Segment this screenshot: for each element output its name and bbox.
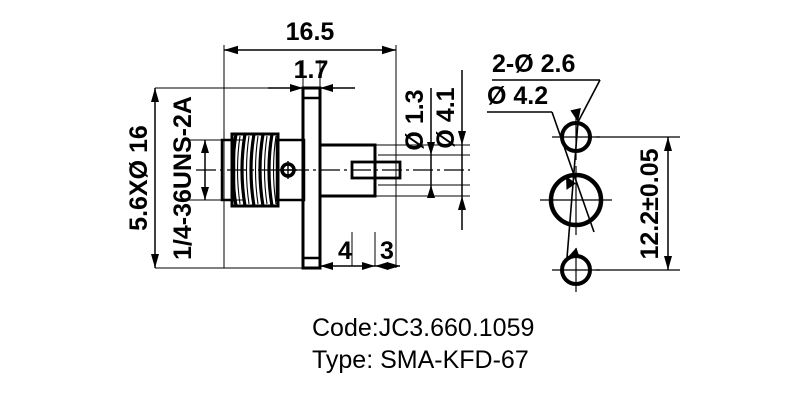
dimension-boss-diameter: Ø 4.1 bbox=[432, 70, 466, 230]
leader-center-hole-label: Ø 4.2 bbox=[487, 82, 548, 110]
dimension-boss-diameter-label: Ø 4.1 bbox=[432, 87, 460, 148]
panel-cutout-view: 2-Ø 2.6 Ø 4.2 12.2±0.05 bbox=[487, 50, 680, 292]
dimension-pin-length-label: 3 bbox=[380, 237, 394, 265]
note-thread-spec-label: 1/4-36UNS-2A bbox=[169, 96, 197, 260]
code-label: Code:JC3.660.1059 bbox=[312, 314, 534, 342]
dimension-body-step-length-label: 4 bbox=[338, 237, 352, 265]
dimension-flange-height-label: 5.6XØ 16 bbox=[125, 125, 153, 231]
title-block: Code:JC3.660.1059 Type: SMA-KFD-67 bbox=[312, 314, 534, 374]
leader-mounting-holes-label: 2-Ø 2.6 bbox=[492, 50, 575, 78]
dimension-pin-length: 3 bbox=[375, 237, 400, 270]
leader-arrow-center-hole bbox=[566, 176, 576, 190]
dimension-hole-spacing-label: 12.2±0.05 bbox=[636, 148, 664, 259]
panel-extension-lines bbox=[596, 136, 680, 271]
hole-center bbox=[548, 172, 604, 228]
dimension-overall-length-label: 16.5 bbox=[286, 18, 335, 46]
leader-arrow-bottom-hole bbox=[567, 247, 580, 258]
type-label: Type: SMA-KFD-67 bbox=[312, 346, 529, 374]
dimension-hole-spacing: 12.2±0.05 bbox=[636, 137, 672, 270]
leader-arrow-top-hole bbox=[570, 108, 581, 122]
side-elevation-view: 16.5 1.7 4 3 5.6XØ 16 bbox=[125, 18, 470, 270]
dimension-flange-thickness-label: 1.7 bbox=[294, 56, 329, 84]
dimension-flange-thickness: 1.7 bbox=[268, 56, 355, 92]
dimension-pin-diameter-label: Ø 1.3 bbox=[401, 89, 429, 150]
leader-mounting-holes bbox=[492, 79, 601, 259]
leader-center-hole bbox=[487, 111, 595, 233]
dimension-body-step-length: 4 bbox=[320, 237, 375, 270]
dimension-overall-length: 16.5 bbox=[224, 18, 396, 55]
note-thread-spec: 1/4-36UNS-2A bbox=[169, 96, 209, 260]
dimension-pin-diameter: Ø 1.3 bbox=[401, 88, 435, 198]
dimension-flange-height: 5.6XØ 16 bbox=[125, 88, 159, 268]
